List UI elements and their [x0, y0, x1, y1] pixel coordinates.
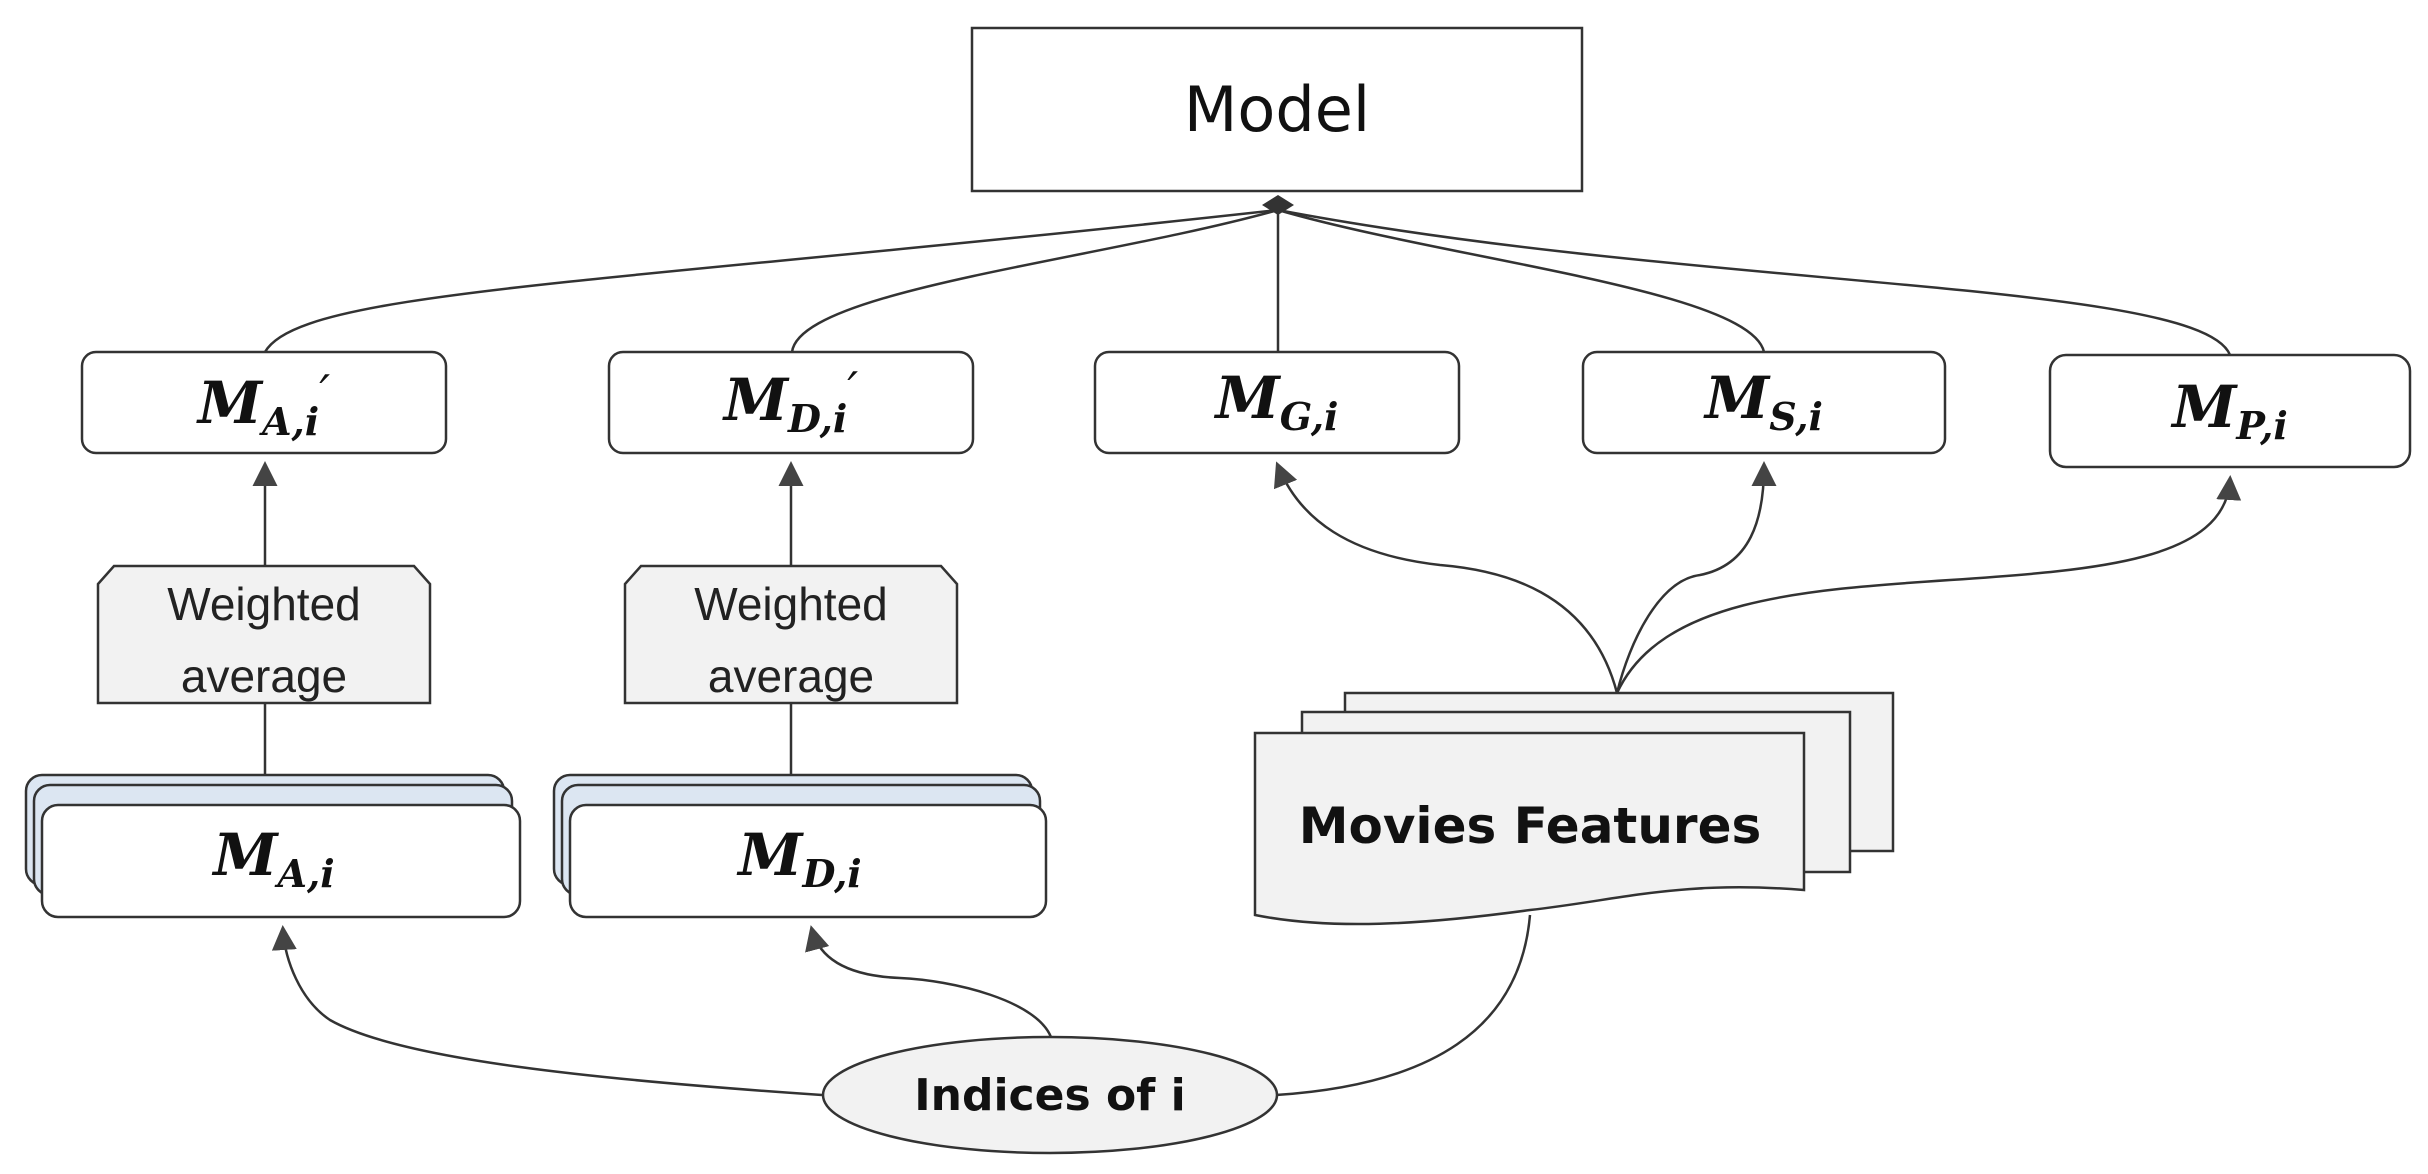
edge-movies-to-mp [1615, 475, 2242, 694]
ma-symbol: M [211, 821, 279, 889]
ma-subscript: A,i [275, 851, 335, 896]
mg-box [1093, 350, 1461, 455]
md-prime-box [607, 350, 975, 455]
model-box [970, 26, 1584, 193]
ma-prime-symbol: M [196, 369, 264, 437]
edge-indices-to-ma [271, 925, 823, 1097]
mp-node: MP,i [2048, 353, 2412, 469]
weighted-average-a-node: Weighted average [96, 564, 432, 705]
weighted-average-d-line1: Weighted [694, 578, 888, 630]
edge-indices-to-md [805, 925, 1054, 1041]
md-prime-node: MD,i′ [607, 350, 975, 455]
ma-prime-node: MA,i′ [80, 350, 448, 455]
indices-label: Indices of i [914, 1070, 1185, 1121]
mp-symbol: M [2170, 373, 2238, 441]
svg-text:MS,i: MS,i [1703, 364, 1823, 439]
mg-subscript: G,i [1280, 394, 1339, 439]
ms-symbol: M [1703, 364, 1771, 432]
ma-stack-layer-front [40, 803, 522, 919]
md-prime-prime: ′ [847, 362, 858, 418]
edge-ms-to-model [1277, 208, 1766, 353]
md-prime-subscript: D,i [787, 396, 847, 441]
weighted-average-a-box [96, 564, 432, 705]
ma-prime-prime: ′ [319, 365, 330, 421]
md-prime-symbol: M [722, 366, 790, 434]
svg-text:MA,i′: MA,i′ [196, 365, 330, 444]
ma-prime-subscript: A,i [259, 399, 319, 444]
weighted-average-d-line2: average [708, 650, 874, 702]
edges-to-model [263, 195, 2232, 356]
svg-text:MD,i: MD,i [736, 821, 861, 896]
svg-text:MG,i: MG,i [1214, 364, 1339, 439]
movies-features-node: Movies Features [1253, 691, 1895, 926]
edge-movies-to-mg [1273, 461, 1619, 694]
ms-box [1581, 350, 1947, 455]
weighted-average-a-line2: average [181, 650, 347, 702]
edge-indices-to-movies [1275, 914, 1532, 1097]
ms-node: MS,i [1581, 350, 1947, 455]
mg-symbol: M [1214, 364, 1282, 432]
movies-features-label: Movies Features [1299, 797, 1762, 855]
indices-node: Indices of i [821, 1035, 1279, 1155]
mg-node: MG,i [1093, 350, 1461, 455]
ma-stack-node: MA,i [24, 773, 522, 919]
edge-movies-to-ms [1615, 461, 1777, 694]
indices-ellipse [821, 1035, 1279, 1155]
svg-text:MA,i: MA,i [211, 821, 334, 896]
weighted-average-a-line1: Weighted [167, 578, 361, 630]
md-subscript: D,i [801, 851, 861, 896]
model-label: Model [1184, 73, 1370, 146]
md-stack-node: MD,i [552, 773, 1048, 919]
svg-text:MP,i: MP,i [2170, 373, 2288, 448]
md-symbol: M [736, 821, 804, 889]
md-stack-layer-front [568, 803, 1048, 919]
edge-md-prime-to-model [790, 208, 1279, 353]
weighted-average-d-node: Weighted average [623, 564, 959, 705]
edge-mp-to-model [1277, 208, 2232, 356]
model-node: Model [970, 26, 1584, 193]
weighted-average-d-box [623, 564, 959, 705]
ma-prime-box [80, 350, 448, 455]
movies-features-page-front [1253, 731, 1806, 926]
model-input-arrowhead [1262, 195, 1294, 215]
ms-subscript: S,i [1769, 394, 1823, 439]
mp-box [2048, 353, 2412, 469]
edge-ma-prime-to-model [263, 208, 1279, 353]
mp-subscript: P,i [2235, 403, 2287, 448]
svg-text:MD,i′: MD,i′ [722, 362, 858, 441]
